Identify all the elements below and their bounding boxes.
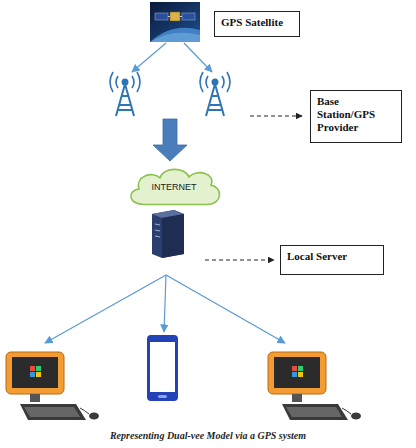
server-icon [152, 210, 184, 258]
node-text: INTERNET [152, 182, 197, 192]
node-text: GPS Satellite [221, 16, 293, 29]
leader-arrow [205, 260, 274, 261]
tower-icon [200, 72, 230, 116]
computer-icon [268, 352, 361, 420]
node-text: Local Server [287, 250, 377, 263]
network-cloud: INTERNET [124, 164, 224, 210]
leader-arrow [250, 116, 302, 117]
link-arrow [164, 275, 166, 332]
tower-icon [110, 72, 140, 116]
figure-caption: Representing Dual-vee Model via a GPS sy… [0, 430, 416, 441]
link-arrow [166, 275, 285, 343]
label-box: Local Server [280, 245, 384, 275]
satellite-image [150, 2, 200, 42]
computer-icon [6, 352, 99, 420]
label-box: Base Station/GPS Provider [310, 90, 402, 143]
label-box: GPS Satellite [214, 11, 300, 37]
signal-arrow [132, 43, 166, 72]
link-arrow [45, 275, 166, 343]
signal-arrow [184, 43, 212, 72]
node-text: Base Station/GPS Provider [317, 95, 395, 134]
block-arrow [153, 119, 187, 161]
phone-icon [147, 335, 178, 401]
